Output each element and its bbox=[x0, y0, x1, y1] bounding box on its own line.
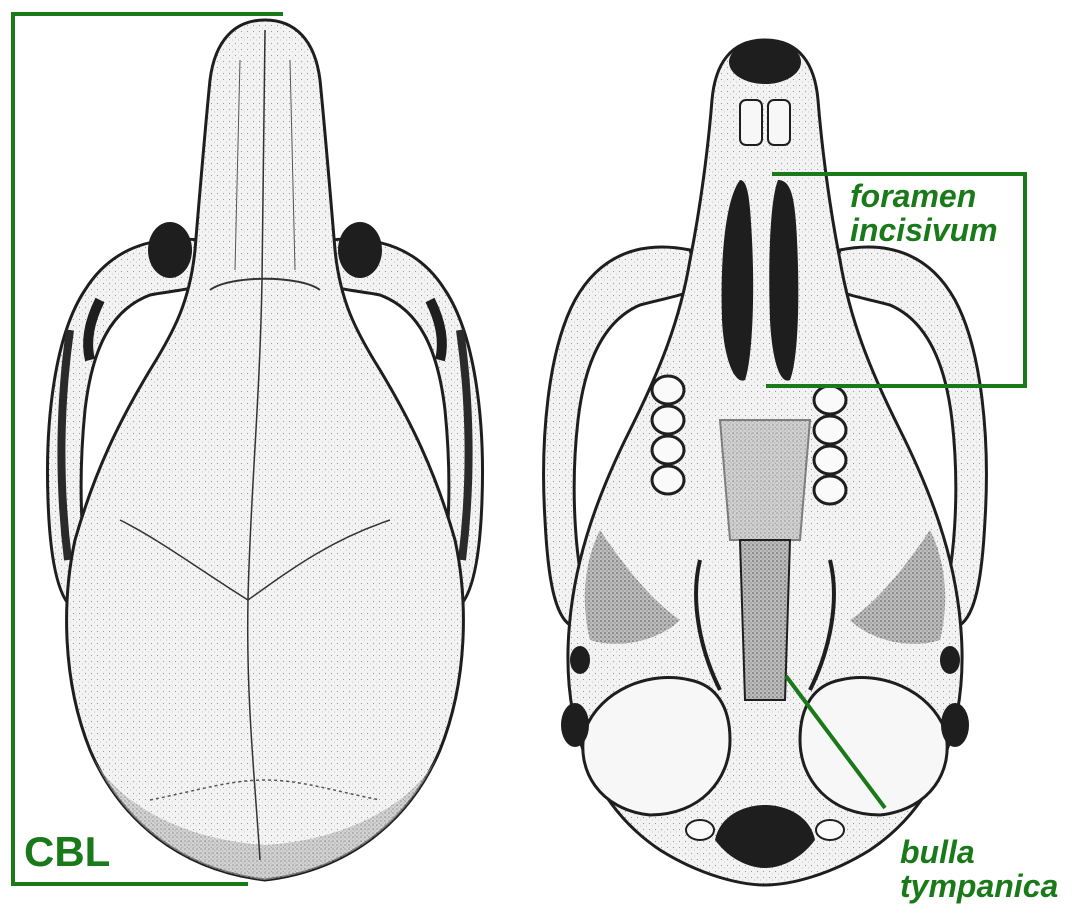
foramen-incisivum-right bbox=[769, 180, 798, 381]
foramen-incisivum-label: foramen incisivum bbox=[850, 180, 998, 247]
bulla-tympanica-label: bulla tympanica bbox=[900, 836, 1058, 903]
bulla-label-line2: tympanica bbox=[900, 870, 1058, 904]
bulla-label-line1: bulla bbox=[900, 836, 1058, 870]
foramen-label-line1: foramen bbox=[850, 180, 998, 214]
ventral-skull-view bbox=[544, 40, 987, 885]
dorsal-skull-outline bbox=[67, 20, 464, 880]
dorsal-skull-view bbox=[47, 20, 482, 880]
cbl-label: CBL bbox=[24, 830, 110, 874]
foramen-label-line2: incisivum bbox=[850, 214, 998, 248]
